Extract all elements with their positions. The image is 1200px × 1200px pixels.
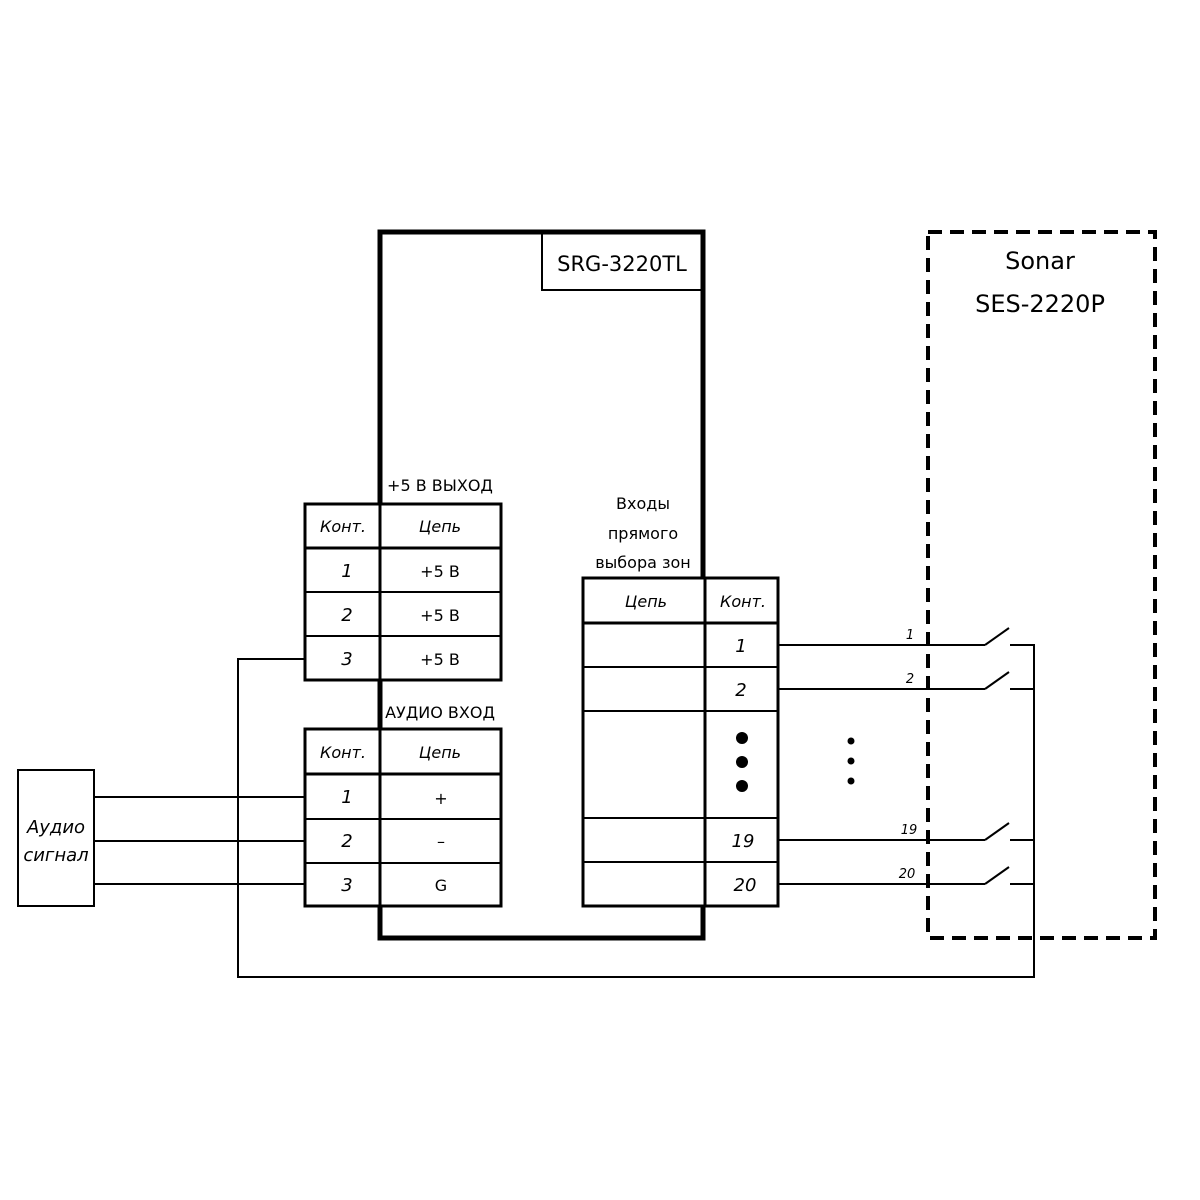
audio-source-box (17, 769, 95, 907)
power-block-caption: +5 В ВЫХОД (387, 476, 493, 495)
ellipsis-dot (736, 756, 748, 768)
remote-title-line2: SES-2220P (975, 290, 1105, 318)
audio-row-contact: 3 (341, 875, 352, 896)
audio-row-circuit: + (434, 789, 447, 808)
audio-input-block: АУДИО ВХОД Конт. Цепь 1 + 2 – 3 G (303, 703, 503, 908)
zone-caption-line1: Входы (616, 494, 670, 513)
zone-header-circuit: Цепь (625, 592, 667, 611)
switch-20 (984, 866, 1010, 885)
ellipsis-dot (847, 777, 855, 785)
switch-label: 1 (906, 628, 914, 643)
remote-unit-block: Sonar SES-2220P (926, 230, 1157, 940)
audio-row-circuit: G (435, 876, 447, 895)
audio-wires (94, 796, 305, 885)
zone-header-contact: Конт. (720, 592, 766, 611)
audio-header-circuit: Цепь (419, 743, 461, 762)
remote-unit-frame (926, 230, 1157, 940)
device-title-box (541, 231, 704, 291)
power-row-contact: 3 (341, 649, 352, 670)
zone-row-contact: 2 (735, 680, 746, 701)
audio-source-label-line1: Аудио (26, 817, 85, 838)
remote-switches (984, 627, 1034, 885)
power-row-circuit: +5 В (420, 606, 460, 625)
audio-row-contact: 1 (341, 787, 352, 808)
power-header-contact: Конт. (320, 517, 366, 536)
switch-2 (984, 671, 1010, 690)
switch-1 (984, 627, 1010, 646)
audio-header-contact: Конт. (320, 743, 366, 762)
audio-source-block: Аудио сигнал (17, 769, 95, 907)
ellipsis-dot (736, 732, 748, 744)
power-row-contact: 2 (341, 605, 352, 626)
switch-label: 20 (899, 867, 916, 882)
zone-table-frame (581, 576, 780, 908)
switch-19 (984, 822, 1010, 841)
audio-block-caption: АУДИО ВХОД (385, 703, 495, 722)
device-title: SRG-3220TL (557, 252, 687, 276)
ellipsis-dot (847, 737, 855, 745)
audio-source-label-line2: сигнал (23, 845, 88, 866)
remote-title-line1: Sonar (1005, 247, 1075, 275)
zone-wires (778, 644, 985, 885)
ellipsis-dot (736, 780, 748, 792)
ellipsis-dot (847, 757, 855, 765)
wire-ellipsis (847, 737, 855, 785)
common-return-wire (237, 644, 1035, 978)
power-row-contact: 1 (341, 561, 352, 582)
switch-labels: 1 2 19 20 (899, 628, 918, 882)
zone-row-contact: 20 (734, 875, 757, 896)
zone-inputs-block: Входы прямого выбора зон Цепь Конт. 1 2 … (581, 494, 780, 908)
power-row-circuit: +5 В (420, 650, 460, 669)
switch-label: 2 (906, 672, 914, 687)
audio-table-frame (303, 727, 503, 908)
power-row-circuit: +5 В (420, 562, 460, 581)
power-output-block: +5 В ВЫХОД Конт. Цепь 1 +5 В 2 +5 В 3 +5… (303, 476, 503, 682)
zone-row-contact: 1 (735, 636, 746, 657)
switch-label: 19 (901, 823, 918, 838)
power-header-circuit: Цепь (419, 517, 461, 536)
zone-caption-line2: прямого (608, 524, 678, 543)
audio-row-circuit: – (437, 832, 445, 851)
zone-row-contact: 19 (732, 831, 755, 852)
zone-caption-line3: выбора зон (595, 553, 691, 572)
audio-row-contact: 2 (341, 831, 352, 852)
